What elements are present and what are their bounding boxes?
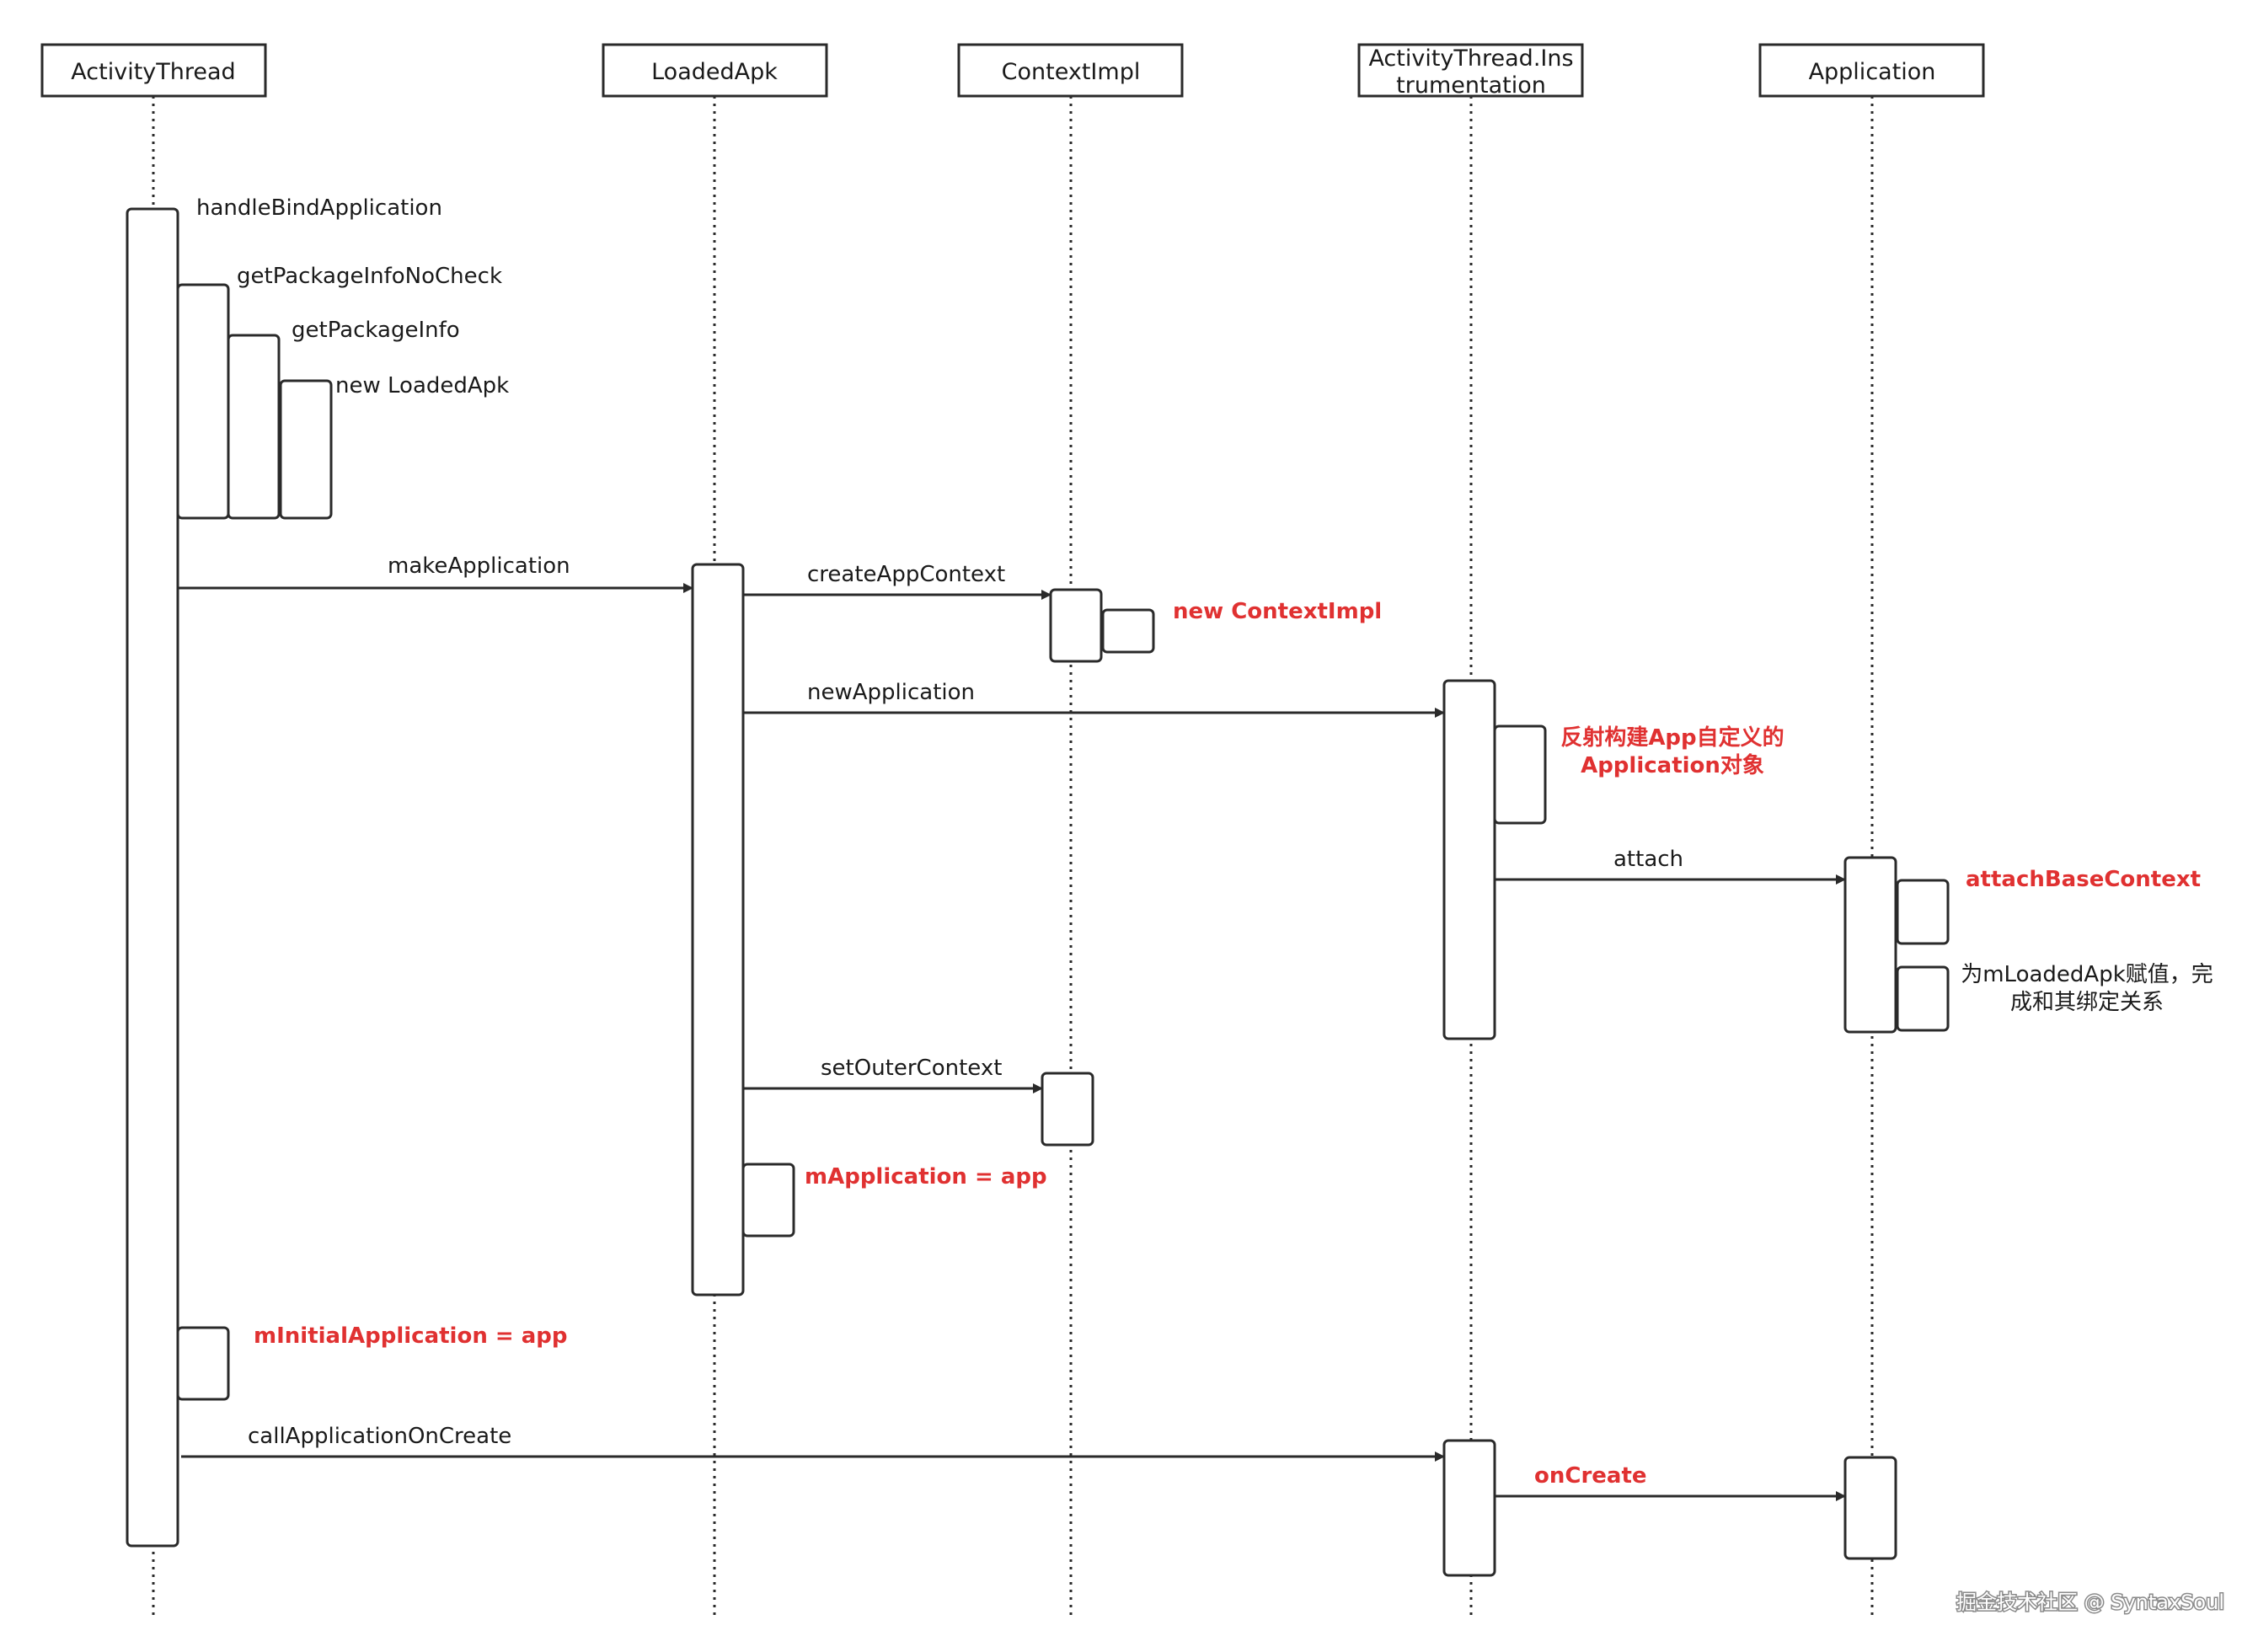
activation-reflect-build bbox=[1493, 724, 1547, 825]
label-new-loaded-apk: new LoadedApk bbox=[335, 373, 509, 398]
participant-context-impl-label: ContextImpl bbox=[1002, 59, 1141, 85]
label-on-create: onCreate bbox=[1534, 1463, 1647, 1489]
activation-new-loaded-apk bbox=[279, 379, 333, 520]
activation-attach bbox=[1843, 856, 1897, 1034]
label-get-package-info: getPackageInfo bbox=[292, 318, 460, 343]
activation-get-package-info-no-check bbox=[176, 283, 230, 520]
label-reflect-build-line1: 反射构建App自定义的 bbox=[1560, 724, 1784, 751]
activation-attach-base-context bbox=[1896, 879, 1950, 945]
participant-loaded-apk bbox=[602, 43, 828, 98]
activation-m-application bbox=[741, 1163, 795, 1238]
activation-on-create bbox=[1843, 1456, 1897, 1560]
participant-instrumentation bbox=[1357, 43, 1584, 98]
label-get-package-info-no-check: getPackageInfoNoCheck bbox=[237, 264, 502, 289]
participant-activity-thread-label: ActivityThread bbox=[71, 59, 235, 85]
label-reflect-build-line2: Application对象 bbox=[1581, 752, 1764, 778]
label-handle-bind-application: handleBindApplication bbox=[196, 195, 442, 221]
label-attach-base-context: attachBaseContext bbox=[1966, 867, 2201, 892]
watermark: 掘金技术社区 @ SyntaxSoul bbox=[1956, 1591, 2224, 1614]
label-new-application: newApplication bbox=[807, 680, 975, 705]
activation-handle-bind-application bbox=[126, 207, 179, 1548]
activation-make-application bbox=[691, 563, 745, 1296]
activation-call-application-on-create bbox=[1442, 1439, 1496, 1577]
participant-context-impl bbox=[957, 43, 1184, 98]
participant-activity-thread bbox=[40, 43, 267, 98]
activation-set-outer-context bbox=[1041, 1072, 1094, 1147]
activation-new-context-impl bbox=[1101, 608, 1155, 654]
label-make-application: makeApplication bbox=[388, 553, 570, 579]
label-create-app-context: createAppContext bbox=[807, 562, 1005, 587]
participant-instrumentation-label-line1: ActivityThread.Ins bbox=[1368, 45, 1573, 72]
label-assign-loaded-apk-line1: 为mLoadedApk赋值，完 bbox=[1961, 962, 2213, 987]
activation-assign-loaded-apk bbox=[1896, 965, 1950, 1032]
activation-m-initial-application bbox=[176, 1326, 230, 1401]
label-assign-loaded-apk-line2: 成和其绑定关系 bbox=[2010, 990, 2164, 1015]
activation-get-package-info bbox=[227, 334, 281, 520]
participant-loaded-apk-label: LoadedApk bbox=[651, 59, 778, 85]
participant-application bbox=[1758, 43, 1985, 98]
activation-new-application bbox=[1442, 679, 1496, 1040]
label-set-outer-context: setOuterContext bbox=[821, 1056, 1002, 1081]
participant-application-label: Application bbox=[1809, 59, 1936, 85]
activation-create-app-context bbox=[1049, 588, 1103, 663]
label-m-initial-application-app: mInitialApplication = app bbox=[254, 1323, 567, 1349]
label-attach: attach bbox=[1613, 847, 1683, 872]
label-new-context-impl: new ContextImpl bbox=[1173, 599, 1382, 624]
label-call-application-on-create: callApplicationOnCreate bbox=[248, 1424, 511, 1449]
participant-instrumentation-label-line2: trumentation bbox=[1396, 72, 1546, 99]
label-m-application-app: mApplication = app bbox=[805, 1164, 1047, 1190]
